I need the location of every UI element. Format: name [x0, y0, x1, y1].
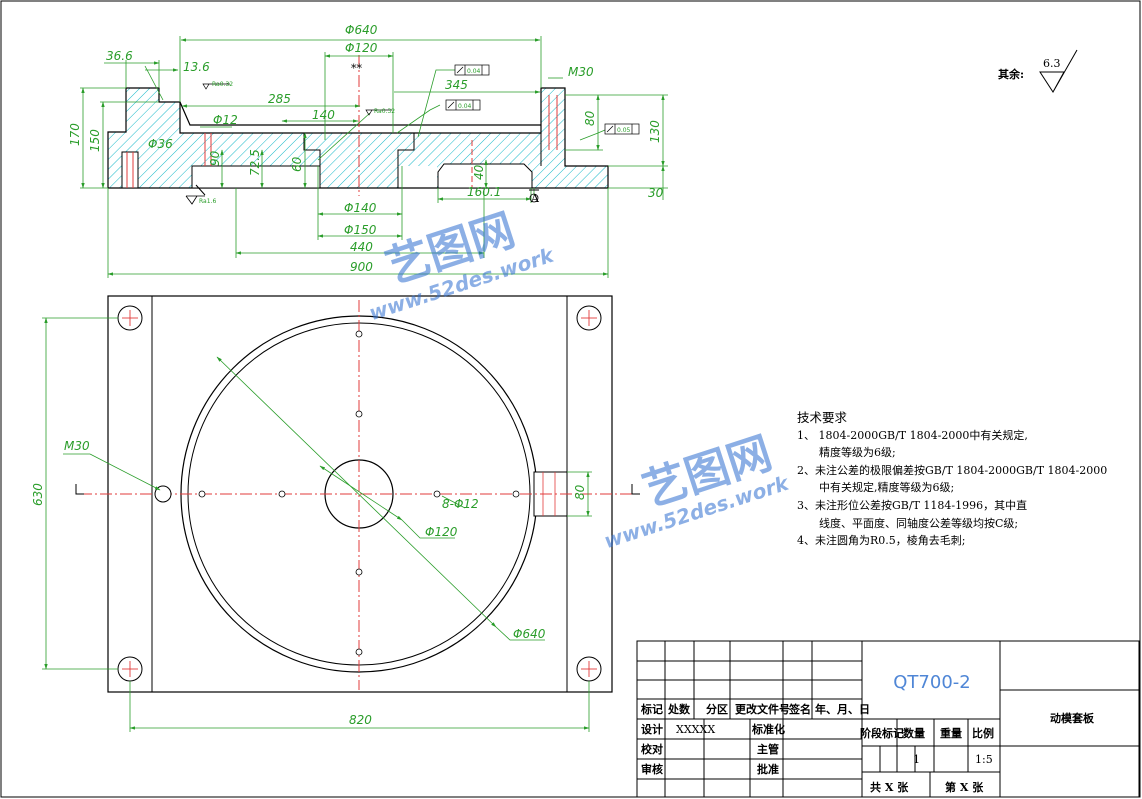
- tb-approve: 批准: [757, 762, 779, 776]
- dim-60: 60: [290, 156, 304, 172]
- tb-design-value: XXXXX: [676, 723, 715, 736]
- dim-d640-top: Φ640: [345, 23, 378, 37]
- finish-value: 6.3: [1043, 57, 1061, 70]
- tech-line-5: 3、未注形位公差按GB/T 1184-1996，其中直: [797, 498, 1028, 512]
- ra032-b: Ra0.32: [374, 108, 395, 115]
- finish-label: 其余:: [998, 67, 1024, 81]
- dim-345: 345: [445, 78, 468, 92]
- dim-d36: Φ36: [148, 137, 173, 151]
- tol-1: 0.04: [467, 68, 481, 75]
- dim-900: 900: [350, 260, 373, 274]
- dim-72-5: 72.5: [248, 149, 262, 176]
- tb-scale-value: 1:5: [975, 753, 993, 766]
- dim-13-6: 13.6: [183, 60, 210, 74]
- dim-130: 130: [648, 120, 662, 143]
- plan-dim-820: 820: [349, 713, 372, 727]
- tb-review: 审核: [641, 762, 663, 776]
- dim-d12: Φ12: [213, 113, 238, 127]
- dim-140: 140: [312, 108, 335, 122]
- ra032-a: Ra0.32: [212, 81, 233, 88]
- dim-30: 30: [648, 186, 664, 200]
- tb-weight: 重量: [940, 726, 962, 740]
- tb-h-zone: 分区: [706, 702, 728, 716]
- dim-150: 150: [88, 129, 102, 152]
- tb-h-mark: 标记: [640, 702, 663, 716]
- tech-line-2: 精度等级为6级;: [819, 446, 896, 460]
- tb-supervisor: 主管: [757, 742, 779, 756]
- finish-symbol-icon: [1039, 49, 1078, 93]
- ra16: Ra1.6: [199, 198, 216, 205]
- tol-3: 0.05: [617, 127, 631, 134]
- dim-m30-top: M30: [568, 65, 594, 79]
- tb-check: 校对: [641, 742, 663, 756]
- title-block-text: 标记 处数 分区 更改文件号 签名 年、月、日 设计 XXXXX 标准化 校对 …: [640, 702, 1095, 794]
- section-view: Φ640 Φ120 ** 36.6 13.6 Ra0.32 Ra0.32 Ra1…: [68, 23, 668, 278]
- tb-scale: 比例: [972, 726, 994, 740]
- plan-dim-d640: Φ640: [513, 627, 546, 641]
- dim-440: 440: [350, 240, 373, 254]
- plan-dim-80: 80: [573, 484, 587, 500]
- tb-h-sign: 签名: [788, 702, 811, 716]
- tb-h-doc: 更改文件号: [735, 702, 790, 716]
- tol-2: 0.04: [458, 103, 472, 110]
- dim-40: 40: [472, 164, 486, 180]
- plan-view: M30 630 820 Φ640 Φ120 8-Φ12 80: [31, 295, 640, 732]
- tb-h-count: 处数: [667, 702, 691, 716]
- plan-dim-m30: M30: [64, 439, 90, 453]
- tech-requirements: 技术要求 1、 1804-2000GB/T 1804-2000中有关规定, 精度…: [797, 409, 1108, 550]
- tb-standard: 标准化: [751, 722, 785, 736]
- dim-170: 170: [68, 123, 82, 146]
- dim-160-1: 160.1: [467, 185, 501, 199]
- tb-design: 设计: [641, 722, 663, 736]
- tb-sheets-total: 共 X 张: [870, 780, 909, 794]
- dim-d140: Φ140: [344, 201, 377, 215]
- tb-h-date: 年、月、日: [815, 702, 870, 716]
- dim-36-6: 36.6: [106, 49, 133, 63]
- title-block: [636, 640, 1140, 798]
- tech-line-6: 线度、平面度、同轴度公差等级均按C级;: [819, 516, 1019, 530]
- tech-line-1: 1、 1804-2000GB/T 1804-2000中有关规定,: [797, 428, 1028, 442]
- datum-label: A: [530, 192, 540, 205]
- tb-part-name: 动模套板: [1050, 711, 1095, 725]
- dim-80-top: 80: [583, 110, 597, 126]
- tb-stage: 阶段标记: [860, 726, 904, 740]
- tb-qty: 数量: [903, 726, 925, 740]
- plan-dim-630: 630: [31, 483, 45, 506]
- plan-dim-d120: Φ120: [425, 525, 458, 539]
- tech-line-7: 4、未注圆角为R0.5，棱角去毛刺;: [797, 534, 966, 548]
- dim-stars: **: [351, 62, 363, 75]
- tb-sheet-no: 第 X 张: [945, 780, 984, 794]
- dim-285: 285: [268, 92, 291, 106]
- tech-line-3: 2、未注公差的极限偏差按GB/T 1804-2000GB/T 1804-2000: [797, 463, 1108, 477]
- tech-title: 技术要求: [797, 410, 848, 425]
- dim-90: 90: [208, 150, 222, 166]
- tech-line-4: 中有关规定,精度等级为6级;: [819, 481, 955, 495]
- dim-d150: Φ150: [344, 223, 377, 237]
- dim-d120-top: Φ120: [345, 41, 378, 55]
- tb-qty-value: 1: [913, 753, 920, 766]
- plan-dim-holes: 8-Φ12: [442, 497, 479, 511]
- part-number: QT700-2: [893, 672, 971, 693]
